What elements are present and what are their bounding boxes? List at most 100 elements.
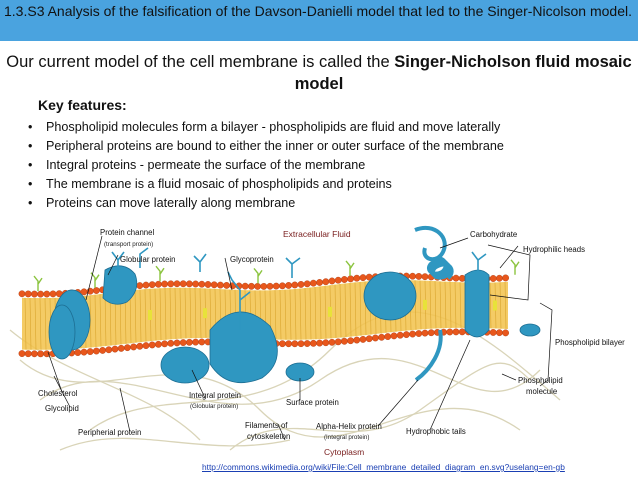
lipid-tail — [504, 281, 507, 329]
lipid-tail — [44, 298, 47, 350]
outer-head — [334, 276, 342, 284]
phospholipid-molecule-label-2: molecule — [526, 387, 557, 396]
inner-head — [148, 341, 156, 349]
headline-model-name: Singer-Nicholson fluid mosaic model — [294, 53, 632, 93]
outer-head — [272, 282, 280, 290]
outer-head — [37, 290, 44, 298]
glycoprotein-label: Glycoprotein — [230, 255, 274, 264]
lipid-tail — [334, 284, 337, 339]
cholesterol-molecule — [328, 306, 332, 317]
lipid-tail — [184, 287, 187, 339]
inner-head — [322, 339, 330, 347]
outer-head — [161, 280, 169, 288]
outer-head — [148, 281, 156, 289]
inner-head — [303, 340, 311, 347]
lipid-tail — [314, 286, 317, 340]
outer-head — [173, 280, 181, 288]
filaments-label-2: cytoskeleton — [247, 432, 290, 441]
carbohydrate-label: Carbohydrate — [470, 230, 517, 239]
lipid-tail — [154, 288, 157, 341]
inner-head — [365, 335, 373, 343]
inner-head — [359, 335, 367, 343]
headline-lead: Our current model of the cell membrane i… — [6, 53, 395, 71]
glycolipid-chain — [33, 275, 43, 292]
lipid-tail — [99, 294, 102, 347]
outer-head — [452, 274, 460, 282]
lipid-tail — [274, 290, 277, 340]
phospholipid-bilayer-label: Phospholipid bilayer — [555, 338, 625, 347]
lipid-tail — [319, 286, 322, 340]
lipid-tail — [299, 288, 302, 340]
outer-head — [458, 274, 466, 282]
outer-head — [136, 282, 144, 290]
inner-head — [124, 344, 131, 352]
key-feature-item: •Peripheral proteins are bound to either… — [26, 137, 504, 156]
outer-head — [80, 288, 88, 296]
inner-head — [458, 328, 466, 336]
key-feature-text: Peripheral proteins are bound to either … — [46, 139, 504, 153]
inner-head — [409, 330, 416, 338]
inner-head — [446, 328, 454, 336]
inner-head — [347, 337, 354, 345]
alpha-helix-label: Alpha-Helix protein — [316, 422, 382, 431]
glycolipid-chains — [33, 259, 520, 292]
outer-head — [322, 278, 330, 286]
lipid-tail — [134, 290, 137, 343]
protein-channel-sublabel: (transport protein) — [104, 241, 153, 248]
lipid-tail — [34, 298, 37, 350]
lipid-tail — [139, 289, 142, 343]
inner-head — [161, 340, 169, 348]
lipid-tail — [354, 282, 357, 337]
lipid-tail — [24, 297, 27, 350]
outer-head — [43, 290, 51, 298]
lipid-tail — [429, 280, 432, 329]
key-feature-text: Proteins can move laterally along membra… — [46, 196, 296, 210]
key-feature-text: Phospholipid molecules form a bilayer - … — [46, 120, 501, 134]
outer-head — [18, 290, 26, 298]
outer-head — [309, 279, 317, 287]
key-feature-text: Integral proteins - permeate the surface… — [46, 158, 366, 172]
lipid-tail — [419, 280, 422, 330]
lipid-tail — [359, 281, 362, 336]
glycolipid-chain — [253, 267, 263, 284]
lipid-tail — [294, 288, 297, 340]
outer-head — [254, 282, 262, 290]
inner-head — [278, 340, 286, 348]
inner-head — [117, 344, 125, 352]
inner-head — [427, 329, 435, 337]
inner-head — [489, 329, 497, 336]
inner-head — [316, 339, 323, 347]
lipid-tail — [499, 282, 502, 329]
outer-head — [278, 282, 286, 290]
protein-channel-label: Protein channel — [100, 228, 154, 237]
lipid-tail — [179, 287, 182, 339]
inner-head — [291, 340, 299, 348]
outer-head — [297, 281, 305, 288]
inner-head — [136, 342, 144, 350]
lipid-tail — [439, 281, 442, 329]
inner-head — [31, 350, 38, 358]
outer-head — [93, 287, 100, 294]
inner-head — [192, 338, 200, 346]
lipid-tail — [344, 283, 347, 338]
outer-head — [285, 282, 292, 289]
inner-head — [24, 350, 32, 358]
inner-head — [99, 347, 107, 354]
source-link[interactable]: http://commons.wikimedia.org/wiki/File:C… — [202, 462, 565, 472]
glycolipid-chain — [510, 259, 520, 275]
bullet-icon: • — [28, 120, 33, 134]
integral-protein-label: Integral protein — [189, 391, 241, 400]
cholesterol-molecule — [203, 308, 207, 319]
outer-head — [216, 281, 224, 289]
alpha-helix-sublabel: (Integral protein) — [324, 434, 369, 441]
lipid-tail — [199, 288, 202, 339]
outer-head — [359, 274, 367, 282]
lipid-tail — [444, 281, 447, 329]
globular-protein-label: Globular protein — [120, 255, 175, 264]
inner-head — [37, 350, 44, 358]
inner-head — [396, 331, 404, 339]
membrane-proteins — [48, 265, 541, 384]
outer-head — [421, 273, 429, 281]
lipid-tail — [194, 287, 197, 339]
